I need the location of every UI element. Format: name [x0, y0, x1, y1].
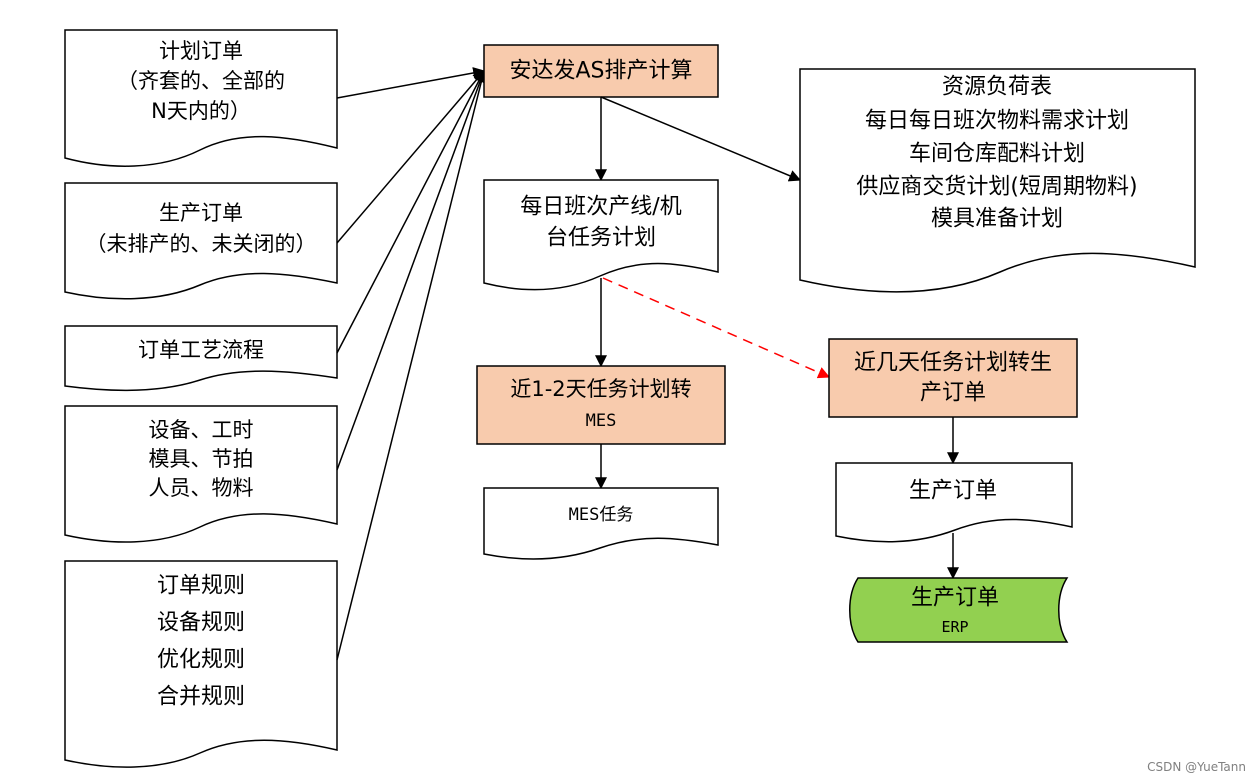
doc-process-flow: 订单工艺流程	[64, 325, 338, 391]
to-prod-order-line-1: 近几天任务计划转生	[854, 351, 1052, 376]
doc-mes-task: MES任务	[483, 487, 719, 560]
plan-order-line-1: 计划订单	[159, 39, 243, 63]
to-prod-order-line-2: 产订单	[920, 381, 986, 406]
erp-line-2: ERP	[941, 618, 968, 636]
plan-order-line-3: N天内的）	[151, 99, 251, 123]
resources-line-1: 设备、工时	[149, 418, 254, 442]
outputs-line-2: 每日每日班次物料需求计划	[865, 109, 1129, 134]
prod-order-label: 生产订单	[909, 479, 997, 504]
scheduler-label: 安达发AS排产计算	[509, 59, 692, 84]
daily-plan-line-2: 台任务计划	[546, 226, 656, 251]
production-order-line-2: （未排产的、未关闭的）	[86, 232, 317, 256]
outputs-line-1: 资源负荷表	[942, 75, 1052, 100]
node-erp: 生产订单 ERP	[849, 577, 1069, 643]
doc-resources: 设备、工时 模具、节拍 人员、物料	[64, 405, 338, 543]
doc-plan-order: 计划订单 （齐套的、全部的 N天内的）	[64, 29, 338, 167]
rules-line-3: 优化规则	[157, 648, 245, 673]
doc-outputs: 资源负荷表 每日每日班次物料需求计划 车间仓库配料计划 供应商交货计划(短周期物…	[799, 68, 1196, 293]
outputs-line-5: 模具准备计划	[931, 207, 1063, 232]
edge-process-to-scheduler	[336, 69, 485, 354]
mes-task-label: MES任务	[569, 505, 634, 525]
plan-order-line-2: （齐套的、全部的	[117, 69, 285, 93]
outputs-line-4: 供应商交货计划(短周期物料)	[856, 175, 1137, 200]
doc-prod-order: 生产订单	[835, 462, 1073, 543]
to-mes-line-1: 近1-2天任务计划转	[510, 377, 691, 401]
edge-production-to-scheduler	[336, 70, 485, 244]
node-to-mes: 近1-2天任务计划转 MES	[476, 365, 726, 445]
doc-production-order: 生产订单 （未排产的、未关闭的）	[64, 182, 338, 300]
outputs-line-3: 车间仓库配料计划	[909, 142, 1085, 167]
edge-scheduler-to-outputs	[600, 96, 802, 182]
to-mes-line-2: MES	[586, 411, 617, 431]
watermark: CSDN @YueTann	[1147, 760, 1246, 774]
node-scheduler: 安达发AS排产计算	[483, 44, 719, 98]
process-flow-label: 订单工艺流程	[138, 338, 264, 362]
node-to-prod-order: 近几天任务计划转生 产订单	[828, 338, 1078, 418]
production-order-line-1: 生产订单	[159, 201, 243, 225]
edge-plan-to-scheduler	[336, 67, 486, 99]
edge-resources-to-scheduler	[336, 69, 486, 471]
resources-line-2: 模具、节拍	[149, 447, 254, 471]
doc-daily-plan: 每日班次产线/机 台任务计划	[483, 179, 719, 291]
erp-line-1: 生产订单	[911, 586, 999, 611]
rules-line-1: 订单规则	[157, 574, 245, 599]
daily-plan-line-1: 每日班次产线/机	[520, 195, 681, 220]
rules-line-4: 合并规则	[157, 685, 245, 710]
resources-line-3: 人员、物料	[149, 476, 254, 500]
edge-daily-plan-to-prod-order	[602, 277, 831, 379]
edge-rules-to-scheduler	[336, 69, 488, 661]
doc-rules: 订单规则 设备规则 优化规则 合并规则	[64, 560, 338, 768]
rules-line-2: 设备规则	[157, 611, 245, 636]
input-edges	[336, 67, 488, 661]
